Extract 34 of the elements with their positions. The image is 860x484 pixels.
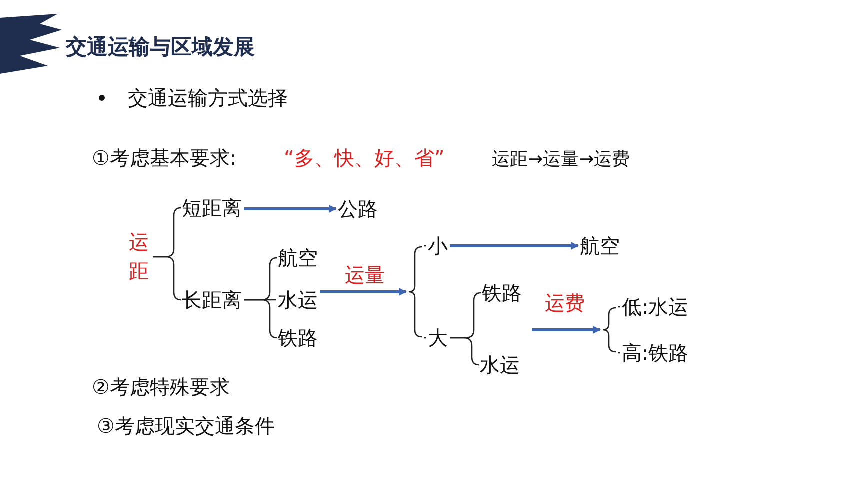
node-text: 运距 <box>129 228 151 286</box>
node-text: 铁路 <box>278 325 318 351</box>
edge-label: 运量 <box>345 262 385 288</box>
node-text: 铁路 <box>482 280 522 306</box>
node-text: 水运 <box>278 287 318 313</box>
node-text: 水运 <box>480 352 520 378</box>
sequence-text: 运距→运量→运费 <box>492 148 630 172</box>
slide-title: 交通运输与区域发展 <box>66 34 255 60</box>
brace <box>450 337 480 366</box>
node-text: 高:铁路 <box>622 340 689 366</box>
requirement-text: ③考虑现实交通条件 <box>97 413 275 439</box>
connector-line <box>424 337 426 339</box>
edge-label: 运费 <box>545 290 585 316</box>
requirement-quote: “多、快、好、省” <box>284 145 445 171</box>
connector-line <box>618 306 620 308</box>
bullet-text: 交通运输方式选择 <box>128 85 288 111</box>
arrow <box>450 242 579 250</box>
requirement-text: ②考虑特殊要求 <box>92 374 230 400</box>
arrow <box>244 205 337 213</box>
node-text: 航空 <box>278 245 318 271</box>
brace <box>408 246 422 338</box>
node-text: 长距离 <box>182 287 242 313</box>
brace <box>602 307 616 353</box>
connector-line <box>424 245 426 247</box>
connector-line <box>618 352 620 354</box>
node-text: 公路 <box>338 196 378 222</box>
node-text: 短距离 <box>182 195 242 221</box>
arrow <box>320 288 407 296</box>
node-text: 小 <box>428 233 448 259</box>
arrow <box>532 326 601 334</box>
node-text: 大 <box>428 325 448 351</box>
node-text: 航空 <box>580 233 620 259</box>
requirement-text: ①考虑基本要求: <box>92 145 237 171</box>
node-text: 低:水运 <box>622 294 689 320</box>
